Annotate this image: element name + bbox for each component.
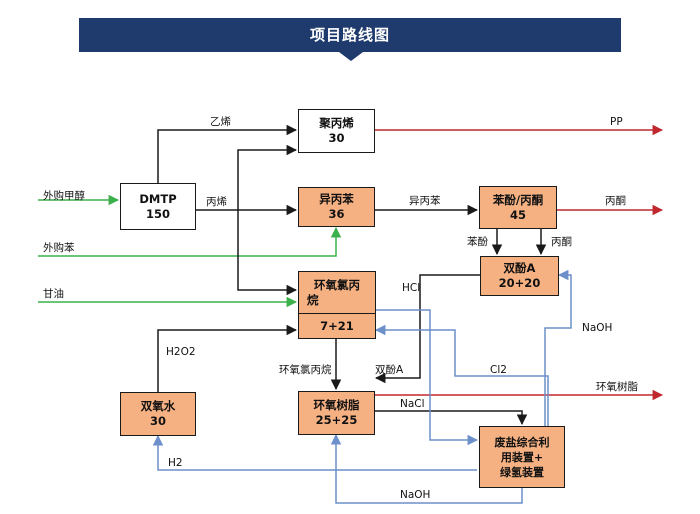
box-waste-salt-line-3: 绿氢装置 — [500, 465, 544, 479]
label-pp-out: PP — [610, 116, 623, 128]
box-epoxy-resin-value: 25+25 — [315, 413, 358, 427]
box-dmtp-value: 150 — [145, 206, 170, 221]
box-polypropylene: 聚丙烯 30 — [298, 109, 375, 153]
box-phenol-acetone-value: 45 — [509, 207, 526, 222]
flow-h2 — [152, 434, 477, 471]
flow-ethylene — [157, 124, 298, 183]
box-hydrogen-peroxide-value: 30 — [149, 414, 166, 428]
flow-benzene-in — [38, 226, 342, 257]
box-polypropylene-name: 聚丙烯 — [319, 116, 354, 130]
label-acetone-out: 丙酮 — [605, 195, 626, 207]
box-dmtp-name: DMTP — [139, 191, 177, 206]
box-cumene-value: 36 — [328, 207, 345, 221]
flow-nacl — [375, 410, 528, 426]
label-methanol-in: 外购甲醇 — [43, 190, 85, 202]
flow-bpa-to-epoxy — [374, 274, 480, 384]
flow-propylene-to-ech — [237, 210, 298, 296]
label-cumene-flow: 异丙苯 — [409, 195, 441, 207]
label-naoh-bottom: NaOH — [400, 489, 431, 501]
box-phenol-acetone-name: 苯酚/丙酮 — [492, 192, 544, 207]
box-epichlorohydrin-name-1: 环氧氯丙 — [314, 277, 360, 292]
label-naoh-right: NaOH — [582, 322, 613, 334]
box-waste-salt: 废盐综合利 用装置+ 绿氢装置 — [479, 426, 565, 488]
label-ech-flow: 环氧氯丙烷 — [279, 364, 332, 376]
box-bisphenol-a-name: 双酚A — [503, 261, 536, 275]
box-waste-salt-line-1: 废盐综合利 — [494, 435, 550, 449]
label-hcl: HCl — [402, 282, 421, 294]
box-epoxy-resin: 环氧树脂 25+25 — [298, 391, 375, 435]
flow-naoh-bottom — [330, 433, 523, 504]
label-glycerol-in: 甘油 — [43, 288, 64, 300]
label-ethylene: 乙烯 — [210, 116, 231, 128]
flow-h2o2 — [157, 324, 298, 392]
box-dmtp: DMTP 150 — [120, 183, 196, 230]
box-cumene: 异丙苯 36 — [298, 187, 375, 227]
box-waste-salt-line-2: 用装置+ — [500, 450, 544, 464]
title-banner — [79, 18, 621, 52]
box-hydrogen-peroxide: 双氧水 30 — [120, 392, 196, 436]
box-epichlorohydrin-top: 环氧氯丙 烷 — [299, 272, 375, 314]
box-epichlorohydrin-name-2: 烷 — [307, 292, 319, 307]
label-h2: H2 — [168, 457, 183, 469]
box-bisphenol-a: 双酚A 20+20 — [480, 256, 559, 296]
box-epoxy-resin-name: 环氧树脂 — [313, 398, 360, 412]
label-benzene-in: 外购苯 — [43, 242, 75, 254]
box-polypropylene-value: 30 — [328, 131, 345, 145]
box-bisphenol-a-value: 20+20 — [498, 276, 541, 290]
title-banner-notch — [339, 52, 363, 61]
box-epichlorohydrin-value: 7+21 — [320, 318, 354, 333]
label-propylene: 丙烯 — [206, 196, 227, 208]
label-acetone-flow: 丙酮 — [551, 236, 572, 248]
label-phenol: 苯酚 — [467, 236, 488, 248]
label-h2o2: H2O2 — [166, 346, 196, 358]
label-cl2: Cl2 — [490, 364, 507, 376]
flow-propylene-to-pp — [237, 144, 298, 210]
label-bpa-flow: 双酚A — [375, 364, 404, 376]
box-phenol-acetone: 苯酚/丙酮 45 — [479, 186, 557, 229]
flow-hcl — [376, 309, 479, 446]
flow-naoh-to-bpa — [544, 269, 572, 426]
label-epoxy-out: 环氧树脂 — [596, 381, 638, 393]
page-title: 项目路线图 — [309, 26, 390, 44]
box-cumene-name: 异丙苯 — [319, 192, 354, 206]
box-hydrogen-peroxide-name: 双氧水 — [140, 399, 176, 413]
label-nacl: NaCl — [400, 398, 425, 410]
flow-cl2 — [374, 324, 549, 426]
box-epichlorohydrin: 环氧氯丙 烷 7+21 — [298, 271, 376, 339]
